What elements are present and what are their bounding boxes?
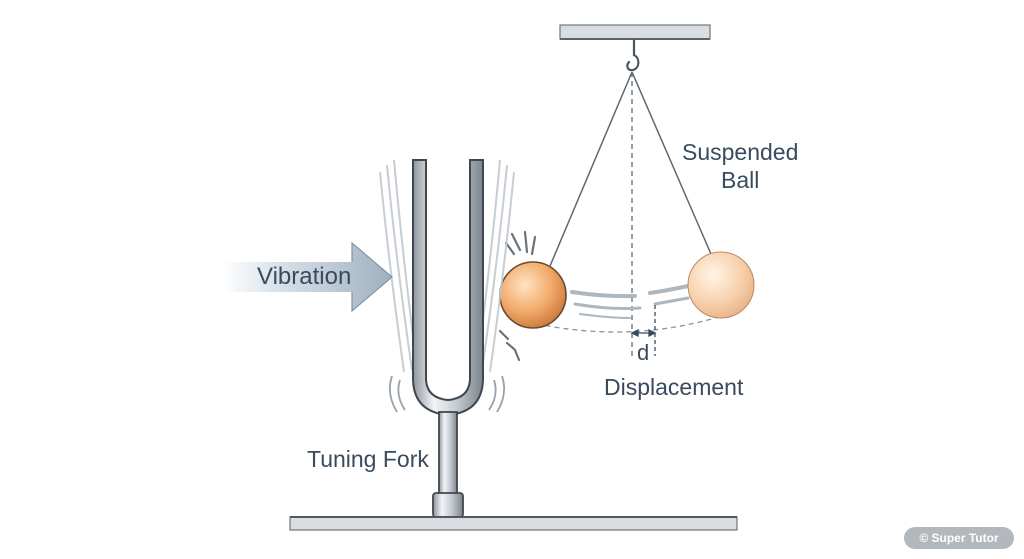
displacement-marker (630, 305, 657, 356)
motion-streaks (570, 284, 690, 319)
hook-icon (626, 38, 640, 72)
watermark-badge: © Super Tutor (904, 527, 1014, 549)
floor-surface (289, 516, 738, 531)
impact-lines (498, 230, 537, 362)
ball-rest-position (687, 251, 755, 319)
vibration-arrow-head-outline (351, 241, 393, 313)
suspended-ball-label-line2: Ball (721, 166, 760, 193)
tuning-fork-label: Tuning Fork (307, 446, 429, 472)
string-rest-ball (631, 71, 712, 255)
string-displaced-ball (549, 71, 633, 267)
suspended-ball-label: Suspended Ball (682, 139, 798, 194)
displacement-symbol: d (637, 340, 650, 365)
suspended-ball-label-line1: Suspended (682, 139, 799, 165)
ceiling-bar (559, 24, 711, 40)
fork-vibration-blur (379, 159, 515, 413)
tuning-fork (412, 159, 484, 518)
vibration-label: Vibration (257, 263, 352, 290)
displacement-label: Displacement (604, 374, 744, 400)
vibration-arrow-icon (222, 243, 392, 311)
suspended-ball (499, 261, 567, 329)
swing-arc (527, 314, 726, 333)
